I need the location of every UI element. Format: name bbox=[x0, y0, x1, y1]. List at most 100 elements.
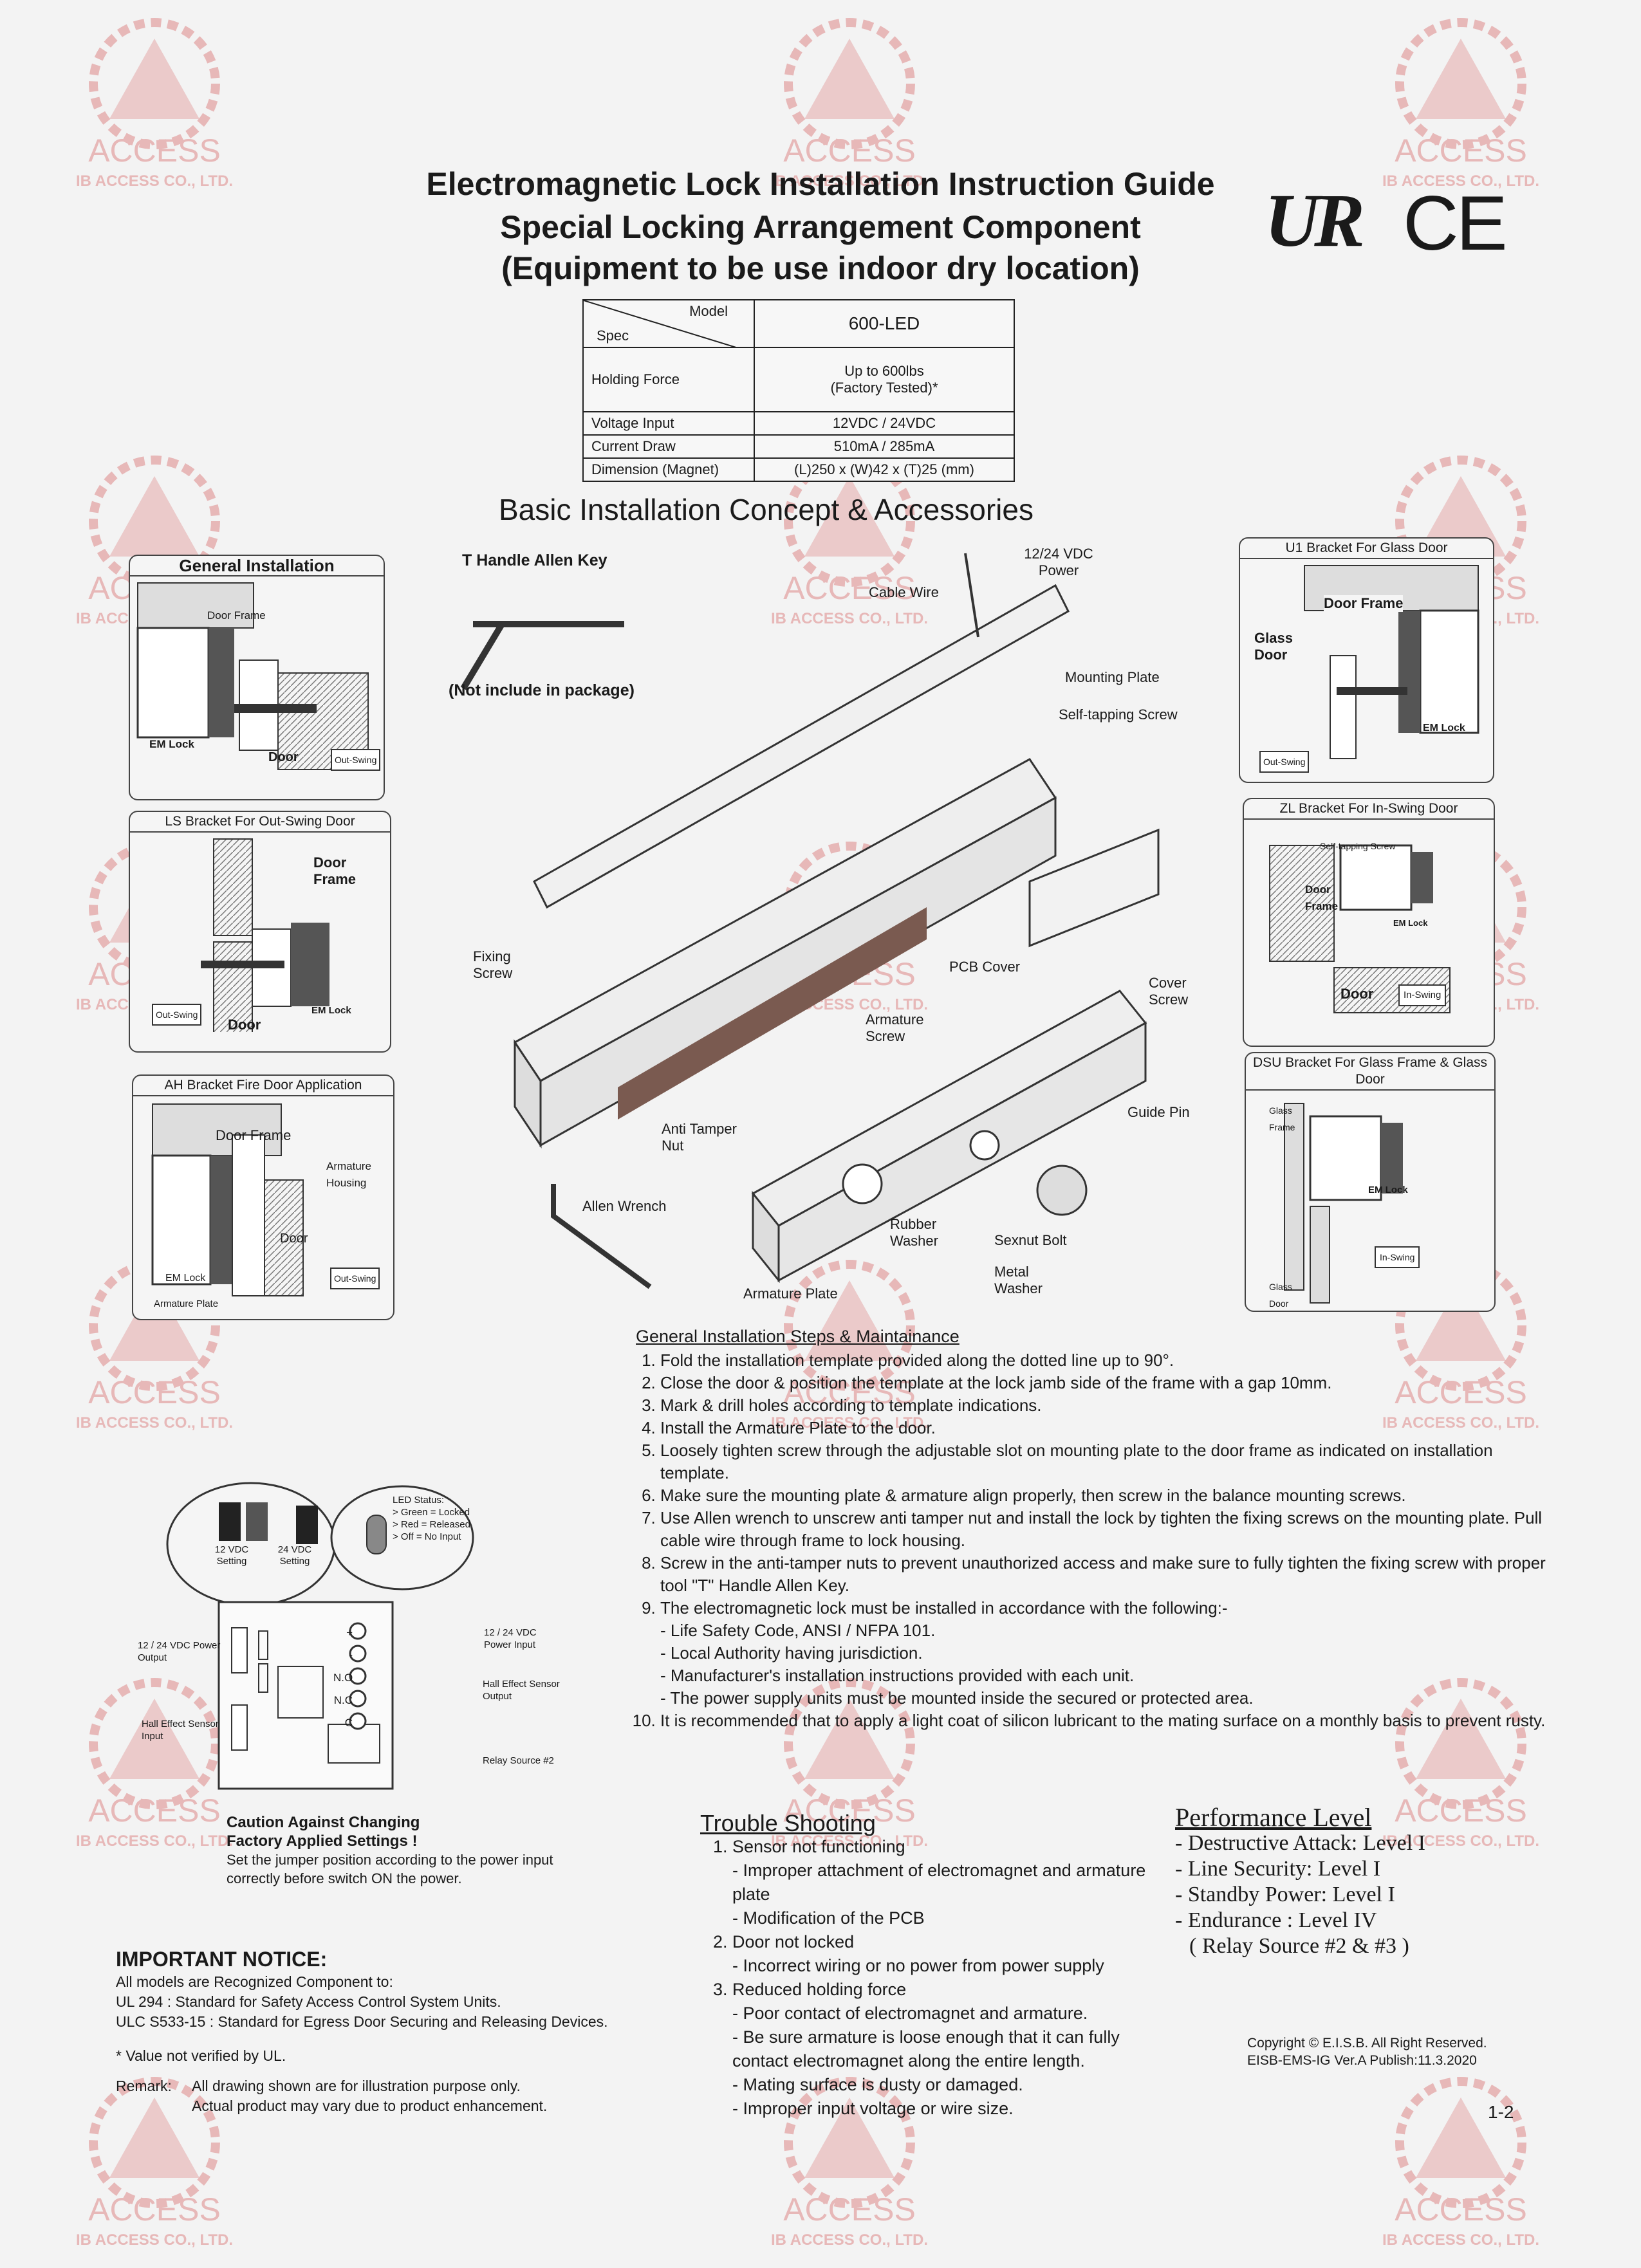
spec-header-cell: Model Spec bbox=[582, 299, 755, 348]
anti-tamper-nut-label: Anti Tamper Nut bbox=[662, 1121, 737, 1154]
current-value: 510mA / 285mA bbox=[754, 434, 1015, 459]
watermark-company: IB ACCESS CO., LTD. bbox=[75, 1832, 233, 1850]
watermark-text: ACCESS bbox=[1395, 133, 1527, 169]
notice-line: ULC S533-15 : Standard for Egress Door S… bbox=[116, 2013, 608, 2030]
terminal-c: C bbox=[344, 1717, 353, 1729]
glass-door-label: Glass Door bbox=[1254, 630, 1293, 663]
watermark-logo: ACCESS IB ACCESS CO., LTD. bbox=[58, 2072, 251, 2265]
ah-bracket-drawing bbox=[151, 1103, 304, 1296]
armature-screw-label: Armature Screw bbox=[866, 1011, 924, 1044]
em-lock-label: EM Lock bbox=[165, 1273, 206, 1284]
current-label: Current Draw bbox=[582, 434, 755, 459]
watermark-company: IB ACCESS CO., LTD. bbox=[770, 2231, 928, 2249]
watermark-company: IB ACCESS CO., LTD. bbox=[75, 172, 233, 190]
watermark-company: IB ACCESS CO., LTD. bbox=[770, 610, 928, 627]
ce-mark: CE bbox=[1403, 180, 1508, 266]
trouble-item: Sensor not functioning Improper attachme… bbox=[732, 1835, 1164, 1930]
trouble-item: Door not locked Incorrect wiring or no p… bbox=[732, 1930, 1164, 1978]
panel-ls-bracket: LS Bracket For Out-Swing Door Door Frame… bbox=[129, 811, 391, 1053]
notice-line: All models are Recognized Component to: bbox=[116, 1973, 393, 1990]
step-item: Close the door & position the template a… bbox=[660, 1372, 1550, 1394]
performance-item: - Destructive Attack: Level I bbox=[1175, 1831, 1425, 1855]
exploded-lock-diagram bbox=[460, 553, 1160, 1289]
watermark-company: IB ACCESS CO., LTD. bbox=[75, 2231, 233, 2249]
out-swing-arrow: Out-Swing bbox=[1259, 751, 1310, 773]
trouble-subitem: Mating surface is dusty or damaged. bbox=[732, 2073, 1164, 2097]
step-subitem: Manufacturer's installation instructions… bbox=[660, 1664, 1550, 1687]
armature-housing-label: Armature Housing bbox=[326, 1160, 371, 1189]
section-title: Basic Installation Concept & Accessories bbox=[499, 493, 1034, 526]
out-swing-arrow: Out-Swing bbox=[330, 1268, 380, 1289]
cover-screw-label: Cover Screw bbox=[1149, 975, 1189, 1008]
in-swing-arrow: In-Swing bbox=[1398, 984, 1447, 1006]
step-item: It is recommended that to apply a light … bbox=[660, 1710, 1550, 1732]
page-number: 1-2 bbox=[1488, 2102, 1514, 2122]
watermark-text: ACCESS bbox=[783, 570, 916, 606]
step-item: Install the Armature Plate to the door. bbox=[660, 1417, 1550, 1439]
terminal-plus: + bbox=[346, 1627, 353, 1639]
fixing-screw-label: Fixing Screw bbox=[473, 948, 513, 981]
model-label: Model bbox=[689, 303, 728, 319]
ul-recognized-mark: UR bbox=[1265, 178, 1365, 263]
terminal-nc: N.C bbox=[333, 1694, 353, 1706]
holding-force-line-1: Up to 600lbs bbox=[844, 363, 924, 379]
power-output-label: 12 / 24 VDC Power Output bbox=[138, 1640, 221, 1663]
voltage-value: 12VDC / 24VDC bbox=[754, 411, 1015, 436]
12vdc-setting-label: 12 VDC Setting bbox=[214, 1544, 249, 1567]
watermark-company: IB ACCESS CO., LTD. bbox=[770, 172, 928, 190]
u1-bracket-drawing bbox=[1304, 565, 1479, 759]
allen-wrench-label: Allen Wrench bbox=[582, 1198, 667, 1214]
mounting-plate-label: Mounting Plate bbox=[1065, 669, 1160, 685]
sexnut-bolt-label: Sexnut Bolt bbox=[994, 1232, 1067, 1248]
important-notice: IMPORTANT NOTICE: All models are Recogni… bbox=[116, 1948, 669, 2116]
step-item: Fold the installation template provided … bbox=[660, 1349, 1550, 1372]
watermark-text: ACCESS bbox=[88, 2191, 221, 2227]
step-item-text: The electromagnetic lock must be install… bbox=[660, 1598, 1228, 1618]
guide-pin-label: Guide Pin bbox=[1127, 1104, 1190, 1120]
notice-line: UL 294 : Standard for Safety Access Cont… bbox=[116, 1993, 501, 2010]
dimension-value: (L)250 x (W)42 x (T)25 (mm) bbox=[754, 457, 1015, 482]
hall-sensor-input-label: Hall Effect Sensor Input bbox=[142, 1719, 219, 1742]
notice-title: IMPORTANT NOTICE: bbox=[116, 1948, 328, 1971]
performance-item: - Endurance : Level IV bbox=[1175, 1908, 1377, 1932]
performance-item: - Standby Power: Level I bbox=[1175, 1883, 1395, 1906]
watermark-company: IB ACCESS CO., LTD. bbox=[770, 1832, 928, 1850]
watermark-text: ACCESS bbox=[88, 1374, 221, 1410]
watermark-logo: ACCESS IB ACCESS CO., LTD. bbox=[753, 450, 946, 643]
pcb-cover-label: PCB Cover bbox=[949, 959, 1021, 975]
step-item: The electromagnetic lock must be install… bbox=[660, 1597, 1550, 1710]
watermark-company: IB ACCESS CO., LTD. bbox=[1382, 1414, 1539, 1432]
panel-title: U1 Bracket For Glass Door bbox=[1240, 539, 1493, 559]
trouble-item-label: Reduced holding force bbox=[732, 1980, 907, 1999]
trouble-subitem: Be sure armature is loose enough that it… bbox=[732, 2025, 1164, 2073]
self-tapping-screw-label: Self-tapping Screw bbox=[1320, 841, 1396, 851]
trouble-sublist: Poor contact of electromagnet and armatu… bbox=[732, 2002, 1164, 2121]
holding-force-value: Up to 600lbs(Factory Tested)* bbox=[754, 347, 1015, 412]
watermark-text: ACCESS bbox=[1395, 2191, 1527, 2227]
dimension-label: Dimension (Magnet) bbox=[582, 457, 755, 482]
led-red-status: > Red = Released bbox=[393, 1519, 470, 1530]
panel-dsu-bracket: DSU Bracket For Glass Frame & Glass Door… bbox=[1245, 1052, 1496, 1312]
performance-item: - Line Security: Level I bbox=[1175, 1857, 1381, 1881]
voltage-label: Voltage Input bbox=[582, 411, 755, 436]
terminal-no: N.O bbox=[333, 1672, 353, 1684]
step-item: Screw in the anti-tamper nuts to prevent… bbox=[660, 1552, 1550, 1597]
watermark-company: IB ACCESS CO., LTD. bbox=[770, 1414, 928, 1432]
door-label: Door bbox=[280, 1231, 308, 1246]
step-item: Loosely tighten screw through the adjust… bbox=[660, 1439, 1550, 1484]
panel-title: AH Bracket Fire Door Application bbox=[133, 1076, 393, 1096]
door-frame-label: Door Frame bbox=[1305, 883, 1339, 912]
remark-line: All drawing shown are for illustration p… bbox=[192, 2078, 521, 2094]
document-code: EISB-EMS-IG Ver.A Publish:11.3.2020 bbox=[1247, 2053, 1477, 2068]
hall-sensor-output-label: Hall Effect Sensor Output bbox=[483, 1679, 560, 1702]
em-lock-label: EM Lock bbox=[1368, 1185, 1408, 1195]
out-swing-arrow: Out-Swing bbox=[331, 749, 381, 771]
self-tapping-screw-label: Self-tapping Screw bbox=[1059, 706, 1178, 723]
panel-ah-bracket: AH Bracket Fire Door Application Door Fr… bbox=[132, 1074, 394, 1320]
watermark-text: ACCESS bbox=[783, 1793, 916, 1829]
caution-title-2: Factory Applied Settings ! bbox=[227, 1832, 418, 1850]
terminal-minus: - bbox=[349, 1649, 353, 1661]
title-line-1: Electromagnetic Lock Installation Instru… bbox=[426, 166, 1215, 202]
